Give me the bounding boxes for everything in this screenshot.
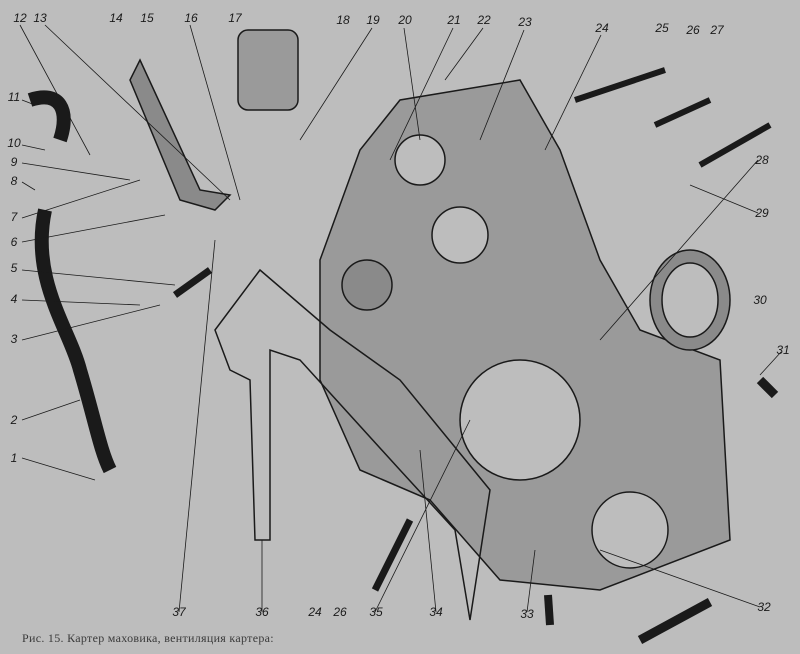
part-label-12: 12 <box>13 11 27 25</box>
plug-31 <box>756 376 779 399</box>
part-label-36: 36 <box>255 605 269 619</box>
stud-5 <box>172 267 213 298</box>
flywheel-housing <box>319 79 731 591</box>
part-label-22: 22 <box>477 13 491 27</box>
bolt-28 <box>698 122 772 168</box>
part-label-4: 4 <box>10 292 18 306</box>
part-label-21: 21 <box>447 13 461 27</box>
part-label-24: 24 <box>595 21 609 35</box>
figure-caption: Рис. 15. Картер маховика, вентиляция кар… <box>22 631 274 645</box>
breather-pipe <box>129 58 232 211</box>
part-label-29: 29 <box>755 206 769 220</box>
part-label-17: 17 <box>228 11 242 25</box>
part-label-20: 20 <box>398 13 412 27</box>
part-label-19: 19 <box>366 13 380 27</box>
housing-bore-mid <box>431 206 489 264</box>
housing-bore-upper <box>394 134 446 186</box>
bolt-25 <box>574 67 666 103</box>
bolt-27 <box>653 97 712 128</box>
part-label-6: 6 <box>10 235 18 249</box>
part-label-35: 35 <box>369 605 383 619</box>
gasket-37-36 <box>214 268 491 621</box>
part-label-24-lower: 24 <box>308 605 322 619</box>
part-label-13: 13 <box>33 11 47 25</box>
part-label-8: 8 <box>10 174 18 188</box>
part-label-28: 28 <box>755 153 769 167</box>
hose-2 <box>34 208 117 474</box>
part-label-10: 10 <box>7 136 21 150</box>
part-label-5: 5 <box>10 261 18 275</box>
elbow-11 <box>27 90 71 143</box>
part-label-31: 31 <box>776 343 790 357</box>
part-label-27: 27 <box>710 23 724 37</box>
part-label-37: 37 <box>172 605 186 619</box>
part-label-16: 16 <box>184 11 198 25</box>
part-label-1: 1 <box>10 451 18 465</box>
part-label-3: 3 <box>10 332 18 346</box>
part-label-32: 32 <box>757 600 771 614</box>
part-label-33: 33 <box>520 607 534 621</box>
part-label-34: 34 <box>429 605 443 619</box>
part-label-23: 23 <box>518 15 532 29</box>
part-label-25: 25 <box>655 21 669 35</box>
part-label-30: 30 <box>753 293 767 307</box>
stud-32 <box>637 598 713 644</box>
part-label-15: 15 <box>140 11 154 25</box>
part-label-7: 7 <box>10 210 18 224</box>
cap-17 <box>237 29 299 111</box>
part-label-9: 9 <box>10 155 18 169</box>
part-label-18: 18 <box>336 13 350 27</box>
part-label-26: 26 <box>686 23 700 37</box>
part-label-14: 14 <box>109 11 123 25</box>
plug-33 <box>544 594 554 626</box>
housing-bore-large <box>459 359 581 481</box>
seal-ring <box>341 259 393 311</box>
leader-lines <box>19 24 782 613</box>
part-label-26-lower: 26 <box>333 605 347 619</box>
part-label-2: 2 <box>10 413 18 427</box>
part-label-11: 11 <box>7 90 21 104</box>
bolt-35 <box>371 518 414 592</box>
housing-bore-small <box>591 491 669 569</box>
